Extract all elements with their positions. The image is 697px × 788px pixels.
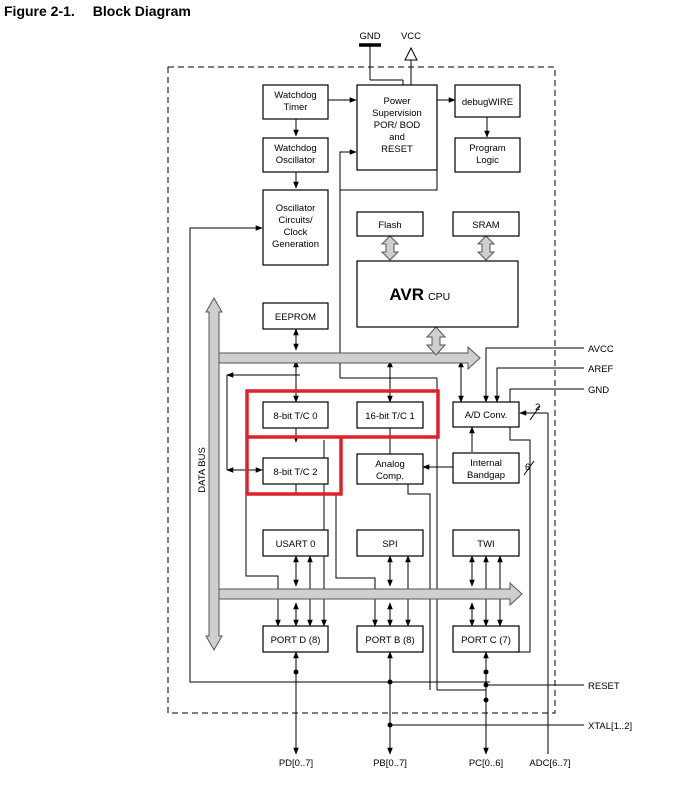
sram-label: SRAM xyxy=(472,220,500,231)
data-bus-vertical xyxy=(205,296,223,652)
chip-boundary xyxy=(167,66,556,714)
adc-pins-label: ADC[6..7] xyxy=(529,758,570,769)
portd-label: PORT D (8) xyxy=(271,635,321,646)
figure-number: Figure 2-1. xyxy=(4,3,75,19)
cpu-bus-link xyxy=(425,326,447,356)
tc1-label: 16-bit T/C 1 xyxy=(365,411,414,422)
tc2-label: 8-bit T/C 2 xyxy=(273,467,317,478)
analog-comp-label-2: Comp. xyxy=(376,471,404,482)
avcc-label: AVCC xyxy=(588,344,614,355)
portc-label: PORT C (7) xyxy=(461,635,511,646)
block-twi: TWI xyxy=(452,529,520,557)
osc-label-3: Clock xyxy=(284,227,308,238)
cpu-label: CPU xyxy=(428,291,450,303)
pc-label: PC[0..6] xyxy=(469,758,503,769)
figure-caption: Block Diagram xyxy=(92,3,191,19)
block-tc1: 16-bit T/C 1 xyxy=(356,401,424,429)
analog-comp-label-1: Analog xyxy=(375,459,405,470)
program-logic-label-2: Logic xyxy=(476,155,499,166)
xtal-label: XTAL[1..2] xyxy=(588,721,632,732)
watchdog-timer-label-2: Timer xyxy=(284,102,308,113)
block-internal-bandgap: Internal Bandgap xyxy=(452,452,520,484)
block-eeprom: EEPROM xyxy=(262,302,329,330)
power-label-1: Power xyxy=(384,96,411,107)
watchdog-timer-label-1: Watchdog xyxy=(274,90,316,101)
reset-label: RESET xyxy=(588,681,620,692)
sram-cpu-bus xyxy=(476,235,496,261)
osc-label-4: Generation xyxy=(272,239,319,250)
block-oscillator-circuits: Oscillator Circuits/ Clock Generation xyxy=(262,189,329,266)
power-label-2: Supervision xyxy=(372,108,422,119)
block-adc: A/D Conv. xyxy=(452,401,520,428)
flash-label: Flash xyxy=(378,220,401,231)
vcc-label: VCC xyxy=(401,31,421,42)
power-label-3: POR/ BOD xyxy=(374,120,421,131)
block-power-supervision: Power Supervision POR/ BOD and RESET xyxy=(356,84,438,171)
bus-width-2: 2 xyxy=(535,402,540,413)
block-debugwire: debugWIRE xyxy=(454,84,521,118)
gnd-right-label: GND xyxy=(588,385,609,396)
block-usart0: USART 0 xyxy=(262,529,329,557)
usart-label: USART 0 xyxy=(276,539,316,550)
block-watchdog-oscillator: Watchdog Oscillator xyxy=(262,137,329,173)
block-analog-comparator: Analog Comp. xyxy=(356,453,424,485)
debugwire-label: debugWIRE xyxy=(462,97,513,108)
bandgap-label-1: Internal xyxy=(470,458,502,469)
block-port-c: PORT C (7) xyxy=(452,625,520,653)
power-label-4: and xyxy=(389,132,405,143)
tc0-label: 8-bit T/C 0 xyxy=(273,411,317,422)
pb-label: PB[0..7] xyxy=(373,758,407,769)
osc-label-1: Oscillator xyxy=(276,203,316,214)
pd-label: PD[0..7] xyxy=(279,758,313,769)
block-flash: Flash xyxy=(356,211,424,237)
block-watchdog-timer: Watchdog Timer xyxy=(262,84,329,120)
highlight-timer2 xyxy=(245,437,343,496)
block-tc0: 8-bit T/C 0 xyxy=(262,401,329,429)
power-label-5: RESET xyxy=(381,144,413,155)
gnd-top-label: GND xyxy=(359,31,380,42)
flash-cpu-bus xyxy=(380,235,400,261)
watchdog-osc-label-1: Watchdog xyxy=(274,143,316,154)
lower-bus xyxy=(218,581,523,607)
twi-label: TWI xyxy=(477,539,494,550)
eeprom-label: EEPROM xyxy=(275,312,316,323)
adc-label: A/D Conv. xyxy=(465,410,508,421)
program-logic-label-1: Program xyxy=(469,143,506,154)
data-bus-label: DATA BUS xyxy=(197,447,208,493)
block-port-b: PORT B (8) xyxy=(356,625,424,653)
bus-width-6: 6 xyxy=(525,462,530,473)
avr-label: AVR xyxy=(389,285,424,304)
aref-label: AREF xyxy=(588,364,614,375)
osc-label-2: Circuits/ xyxy=(278,215,313,226)
internal-buses xyxy=(205,235,523,652)
block-tc2: 8-bit T/C 2 xyxy=(262,457,329,485)
block-port-d: PORT D (8) xyxy=(262,625,329,653)
upper-bus xyxy=(218,345,481,371)
portb-label: PORT B (8) xyxy=(365,635,414,646)
watchdog-osc-label-2: Oscillator xyxy=(276,155,316,166)
bandgap-label-2: Bandgap xyxy=(467,470,505,481)
block-sram: SRAM xyxy=(452,211,520,237)
figure-title: Figure 2-1. Block Diagram xyxy=(4,3,191,19)
block-spi: SPI xyxy=(356,529,424,557)
block-avr-cpu: AVR CPU xyxy=(356,260,519,328)
block-program-logic: Program Logic xyxy=(454,137,521,173)
spi-label: SPI xyxy=(382,539,397,550)
